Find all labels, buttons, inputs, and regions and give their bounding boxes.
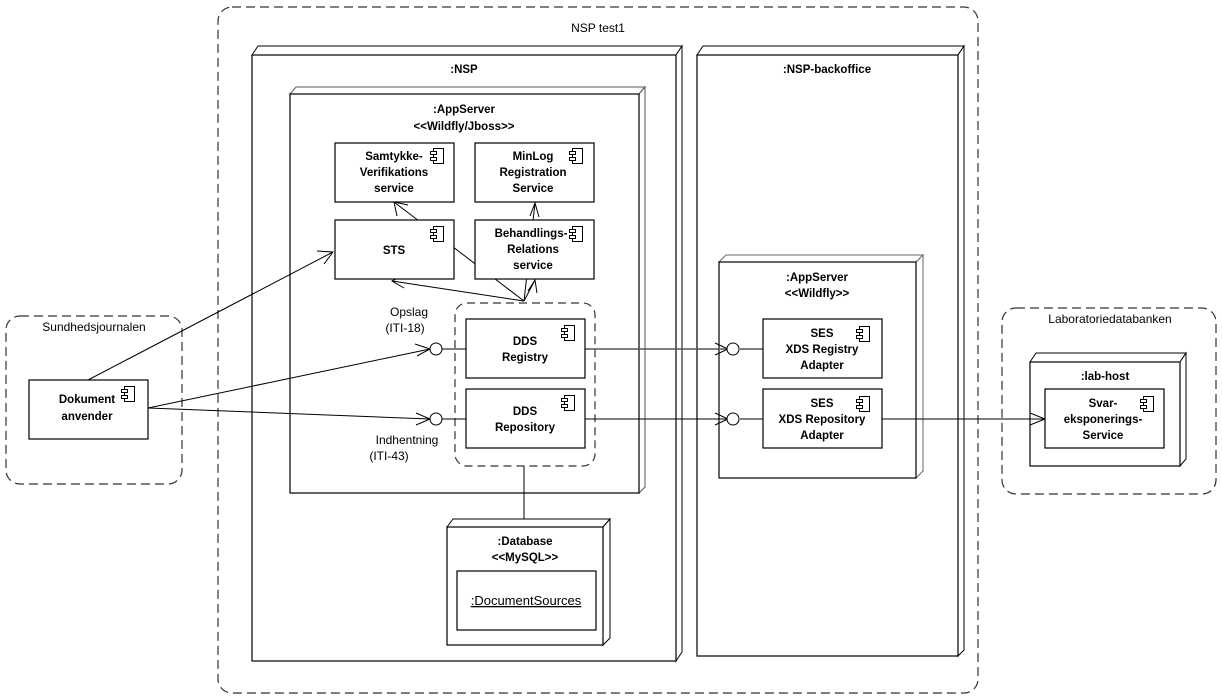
node-stereotype: <<Wildfly>> [785, 288, 850, 300]
component-behandlings[interactable]: Behandlings- Relations service [474, 219, 595, 280]
component-label-line: XDS Repository [779, 414, 867, 426]
connector-dokument-indhentning [147, 407, 431, 420]
component-sts[interactable]: STS [334, 219, 455, 280]
component-label-line: Svar- [1089, 398, 1118, 410]
interface-indhentning-icon[interactable] [429, 412, 443, 426]
interface-label-indhentning: Indhentning (ITI-43) [369, 433, 438, 463]
component-label-line: XDS Registry [786, 344, 859, 356]
node-label: :AppServer [786, 272, 849, 284]
component-label-line: Dokument [59, 394, 115, 406]
environment-label: Sundhedsjournalen [42, 320, 145, 334]
artifact-document-sources[interactable] [456, 570, 597, 631]
component-ses-registry-adapter[interactable]: SES XDS Registry Adapter [762, 318, 883, 379]
arrowhead-icon [529, 201, 540, 218]
node-label: :Database [498, 536, 553, 548]
component-dokument-anvender[interactable]: Dokument anvender [28, 379, 149, 440]
component-label-line: SES [810, 328, 833, 340]
component-label-line: Behandlings- [495, 228, 568, 240]
component-svar-eksponerings-service[interactable]: Svar- eksponerings- Service [1044, 388, 1165, 449]
connector-dds-samtykke [393, 201, 525, 302]
component-minlog[interactable]: MinLog Registration Service [474, 142, 595, 203]
component-label-line: Adapter [800, 430, 844, 442]
node-label: :lab-host [1081, 371, 1130, 383]
interface-label-line: Opslag [390, 305, 428, 319]
interface-label-line: Indhentning [376, 433, 439, 447]
environment-laboratoriedatabanken: Laboratoriedatabanken [1001, 307, 1217, 495]
component-dds-repository[interactable]: DDS Repository [465, 388, 586, 449]
node-database[interactable]: :Database <<MySQL>> :DocumentSources [446, 517, 612, 647]
dds-group [454, 302, 596, 467]
arrowhead-icon [316, 250, 334, 265]
interface-label-opslag: Opslag (ITI-18) [385, 305, 428, 335]
component-label-line: anvender [61, 411, 113, 423]
interface-label-line: (ITI-18) [385, 321, 424, 335]
component-label-line: MinLog [513, 151, 554, 163]
component-label-line: Service [513, 183, 554, 195]
component-label-line: Verifikations [360, 167, 428, 179]
node-stereotype: <<Wildfly/Jboss>> [414, 121, 515, 133]
node-stereotype: <<MySQL>> [492, 552, 559, 564]
connector-dokument-opslag [147, 348, 431, 409]
component-label-line: Relations [507, 244, 559, 256]
arrowhead-icon [527, 278, 538, 294]
interface-label-line: (ITI-43) [369, 449, 408, 463]
component-label-line: DDS [513, 406, 538, 418]
environment-label: NSP test1 [571, 21, 625, 35]
environment-label: Laboratoriedatabanken [1048, 312, 1171, 326]
node-label: :NSP-backoffice [783, 64, 871, 76]
component-label-line: STS [383, 245, 406, 257]
artifact-label: :DocumentSources [471, 593, 582, 608]
node-label: :NSP [450, 64, 478, 76]
component-label-line: Service [1083, 430, 1124, 442]
component-label-line: SES [810, 398, 833, 410]
component-dds-registry[interactable]: DDS Registry [465, 318, 586, 379]
component-label-line: service [513, 260, 553, 272]
component-label-line: Registration [499, 167, 566, 179]
interface-ses-repository-icon[interactable] [726, 412, 740, 426]
component-label-line: eksponerings- [1064, 414, 1143, 426]
environment-sundhedsjournalen: Sundhedsjournalen [5, 315, 183, 485]
node-label: :AppServer [433, 104, 496, 116]
interface-opslag-icon[interactable] [429, 342, 443, 356]
connector-dds-sts [391, 280, 525, 302]
connector-dokument-sts [87, 251, 334, 381]
interface-ses-registry-icon[interactable] [726, 342, 740, 356]
component-label-line: Repository [495, 422, 556, 434]
component-samtykke[interactable]: Samtykke- Verifikations service [334, 142, 455, 203]
environment-nsp-test1: NSP test1 [217, 6, 979, 694]
component-label-line: Adapter [800, 360, 844, 372]
component-label-line: Samtykke- [365, 151, 423, 163]
component-ses-repository-adapter[interactable]: SES XDS Repository Adapter [762, 388, 883, 449]
component-label-line: service [374, 183, 414, 195]
component-label-line: Registry [502, 352, 549, 364]
component-label-line: DDS [513, 336, 538, 348]
